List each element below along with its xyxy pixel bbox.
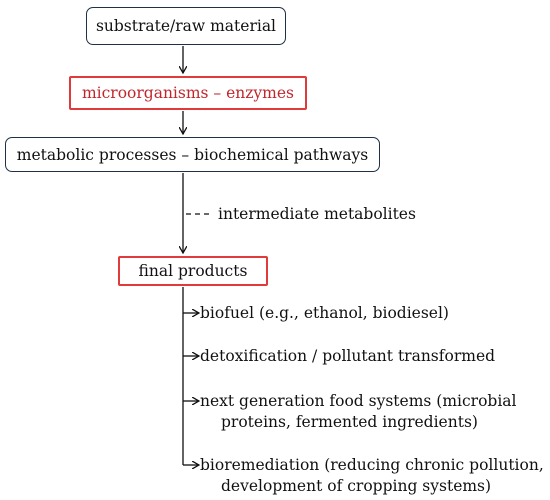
product-bioremediation-line1: bioremediation (reducing chronic polluti…: [200, 456, 544, 474]
node-metabolic-label: metabolic processes – biochemical pathwa…: [16, 145, 369, 164]
product-food-systems-line1: next generation food systems (microbial: [200, 392, 517, 410]
product-detoxification: detoxification / pollutant transformed: [200, 347, 496, 365]
product-biofuel: biofuel (e.g., ethanol, biodiesel): [200, 304, 449, 322]
product-bioremediation-line2: development of cropping systems): [221, 477, 492, 495]
node-substrate-label: substrate/raw material: [95, 17, 277, 35]
product-food-systems-line2: proteins, fermented ingredients): [221, 413, 478, 431]
node-microorganisms: microorganisms – enzymes: [69, 76, 307, 110]
intermediate-metabolites-label: intermediate metabolites: [218, 205, 416, 223]
node-substrate: substrate/raw material: [86, 7, 286, 45]
node-microorganisms-label: microorganisms – enzymes: [81, 84, 295, 102]
node-final-products: final products: [118, 256, 268, 286]
node-final-products-label: final products: [138, 262, 248, 280]
node-metabolic: metabolic processes – biochemical pathwa…: [5, 137, 380, 172]
